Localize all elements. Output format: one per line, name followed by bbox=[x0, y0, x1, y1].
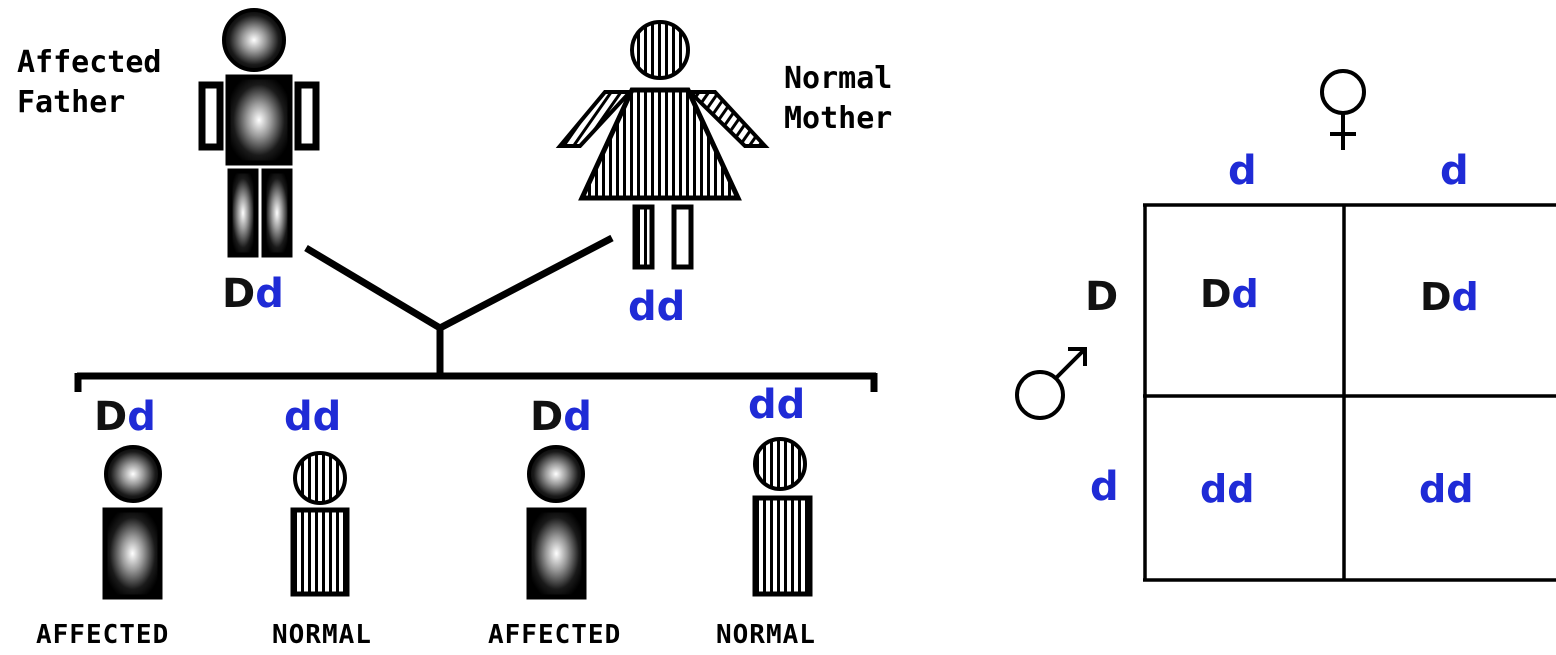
father-left-arm bbox=[198, 81, 224, 151]
father-genotype: Dd bbox=[222, 271, 284, 317]
child-1-geno-dominant: D bbox=[94, 394, 127, 440]
pedigree-lines bbox=[74, 234, 878, 392]
child-3-geno-dominant: D bbox=[530, 394, 563, 440]
child-2-normal-figure bbox=[290, 451, 350, 597]
punnett-grid bbox=[1143, 203, 1556, 582]
child-4-body bbox=[752, 495, 813, 597]
child-1-body bbox=[102, 507, 163, 600]
father-left-leg bbox=[227, 168, 259, 258]
father-right-arm bbox=[294, 81, 320, 151]
female-allele-2: d bbox=[1440, 148, 1469, 194]
child-2-head bbox=[293, 451, 347, 505]
father-label-line2: Father bbox=[17, 85, 125, 120]
punnett-cell-r2c1: dd bbox=[1200, 467, 1254, 511]
mother-head bbox=[630, 20, 690, 80]
female-symbol-icon bbox=[1320, 69, 1366, 150]
mother-right-arm bbox=[685, 90, 770, 148]
male-allele-1: D bbox=[1085, 274, 1118, 320]
child-1-geno-recessive: d bbox=[127, 394, 156, 440]
cell-r1c1-recessive: d bbox=[1232, 272, 1259, 316]
father-head bbox=[222, 8, 286, 72]
mother-genotype: dd bbox=[628, 284, 685, 330]
father-right-leg bbox=[261, 168, 293, 258]
child-2-body bbox=[290, 507, 350, 597]
father-geno-recessive: d bbox=[255, 271, 284, 317]
child-4-genotype: dd bbox=[748, 382, 805, 428]
affected-father-figure bbox=[198, 8, 320, 258]
mother-right-leg bbox=[671, 204, 694, 270]
cell-r1c2-dominant: D bbox=[1420, 275, 1452, 319]
mother-connector-line bbox=[438, 234, 614, 332]
mother-dress bbox=[578, 87, 742, 201]
child-3-head bbox=[527, 445, 585, 503]
child-2-genotype: dd bbox=[284, 394, 341, 440]
child-1-genotype: Dd bbox=[94, 394, 156, 440]
cell-r1c1-dominant: D bbox=[1200, 272, 1232, 316]
male-allele-2: d bbox=[1090, 464, 1119, 510]
mother-left-arm bbox=[555, 90, 635, 148]
punnett-square: d d D d Dd Dd dd dd bbox=[1015, 69, 1556, 582]
father-torso bbox=[225, 74, 293, 166]
child-3-status: AFFECTED bbox=[488, 620, 621, 650]
child-1-status: AFFECTED bbox=[36, 620, 169, 650]
punnett-cell-r2c2: dd bbox=[1419, 467, 1473, 511]
child-1-head bbox=[104, 445, 162, 503]
child-3-genotype: Dd bbox=[530, 394, 592, 440]
punnett-cell-r1c2: Dd bbox=[1420, 275, 1479, 319]
child-4-status: NORMAL bbox=[716, 620, 816, 650]
child-4-head bbox=[753, 437, 807, 491]
cell-r1c2-recessive: d bbox=[1452, 275, 1479, 319]
father-geno-dominant: D bbox=[222, 271, 255, 317]
normal-mother-figure bbox=[555, 20, 770, 270]
father-label-line1: Affected bbox=[17, 45, 162, 80]
child-3-body bbox=[526, 507, 587, 600]
child-1-affected-figure bbox=[102, 445, 163, 600]
child-2-status: NORMAL bbox=[272, 620, 372, 650]
child-3-affected-figure bbox=[526, 445, 587, 600]
father-connector-line bbox=[304, 244, 442, 332]
mother-left-leg bbox=[632, 204, 655, 270]
mother-label-line2: Mother bbox=[784, 101, 892, 136]
punnett-cell-r1c1: Dd bbox=[1200, 272, 1259, 316]
female-allele-1: d bbox=[1228, 148, 1257, 194]
child-3-geno-recessive: d bbox=[563, 394, 592, 440]
male-symbol-icon bbox=[1015, 347, 1087, 420]
mother-label-line1: Normal bbox=[784, 61, 892, 96]
child-4-normal-figure bbox=[752, 437, 813, 597]
